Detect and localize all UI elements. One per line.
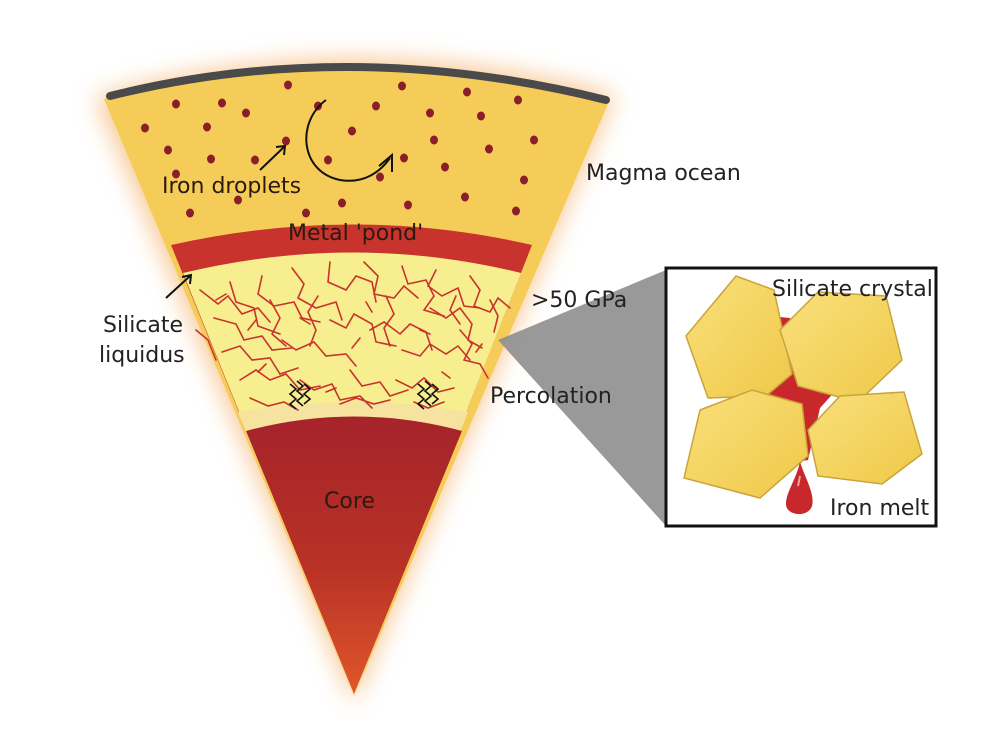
- label-silicate-crystal: Silicate crystal: [772, 277, 933, 302]
- label-silicate-liquidus-2: liquidus: [99, 343, 185, 368]
- silicate-liquidus-pointer: [165, 273, 193, 299]
- iron-droplet: [463, 87, 471, 97]
- iron-droplet: [284, 80, 292, 90]
- iron-droplet: [426, 108, 434, 118]
- iron-droplet: [186, 208, 194, 218]
- iron-melt-highlight: [797, 475, 801, 487]
- label-silicate-liquidus-1: Silicate: [103, 313, 183, 338]
- iron-droplet: [430, 135, 438, 145]
- percolation-squiggles: [288, 380, 440, 410]
- iron-droplet: [218, 98, 226, 108]
- iron-droplet: [172, 99, 180, 109]
- iron-droplet: [348, 126, 356, 136]
- iron-droplet: [400, 153, 408, 163]
- iron-droplet: [251, 155, 259, 165]
- iron-droplet: [164, 145, 172, 155]
- iron-droplet: [398, 81, 406, 91]
- percolation-veins: [195, 261, 511, 411]
- label-iron-droplets: Iron droplets: [162, 174, 301, 199]
- iron-droplet: [234, 195, 242, 205]
- inset-callout: [498, 270, 666, 526]
- silicate-crystal: [685, 275, 793, 399]
- squiggle-right: [416, 380, 440, 410]
- iron-droplet: [324, 155, 332, 165]
- iron-droplet: [302, 208, 310, 218]
- iron-droplet: [514, 95, 522, 105]
- label-metal-pond: Metal 'pond': [288, 221, 423, 246]
- convection-arrow: [305, 99, 393, 182]
- iron-droplet: [376, 172, 384, 182]
- crust-arc: [106, 62, 610, 104]
- iron-droplet: [372, 101, 380, 111]
- iron-droplets-group: [141, 80, 538, 218]
- iron-droplet: [477, 111, 485, 121]
- label-percolation: Percolation: [490, 384, 612, 409]
- core-layer: [246, 416, 462, 694]
- iron-droplets-pointer: [259, 144, 287, 171]
- iron-droplet: [172, 169, 180, 179]
- iron-droplet: [512, 206, 520, 216]
- iron-droplet: [242, 108, 250, 118]
- inset-panel: [664, 266, 938, 528]
- iron-droplet: [338, 198, 346, 208]
- silicate-crystal: [807, 391, 923, 485]
- iron-melt-droplet: [786, 462, 813, 515]
- label-magma-ocean: Magma ocean: [586, 161, 741, 186]
- squiggle-left: [288, 380, 312, 410]
- iron-droplet: [530, 135, 538, 145]
- iron-droplet: [485, 144, 493, 154]
- label-core: Core: [324, 489, 375, 514]
- iron-droplet: [404, 200, 412, 210]
- iron-droplet: [520, 175, 528, 185]
- iron-droplet: [282, 136, 290, 146]
- label-pressure: >50 GPa: [531, 288, 627, 313]
- iron-droplet: [141, 123, 149, 133]
- label-iron-melt: Iron melt: [830, 496, 930, 521]
- silicate-crystal: [779, 291, 903, 403]
- iron-droplet: [461, 192, 469, 202]
- silicate-crystal: [683, 389, 809, 499]
- iron-droplet: [203, 122, 211, 132]
- iron-droplet: [207, 154, 215, 164]
- iron-droplet: [441, 162, 449, 172]
